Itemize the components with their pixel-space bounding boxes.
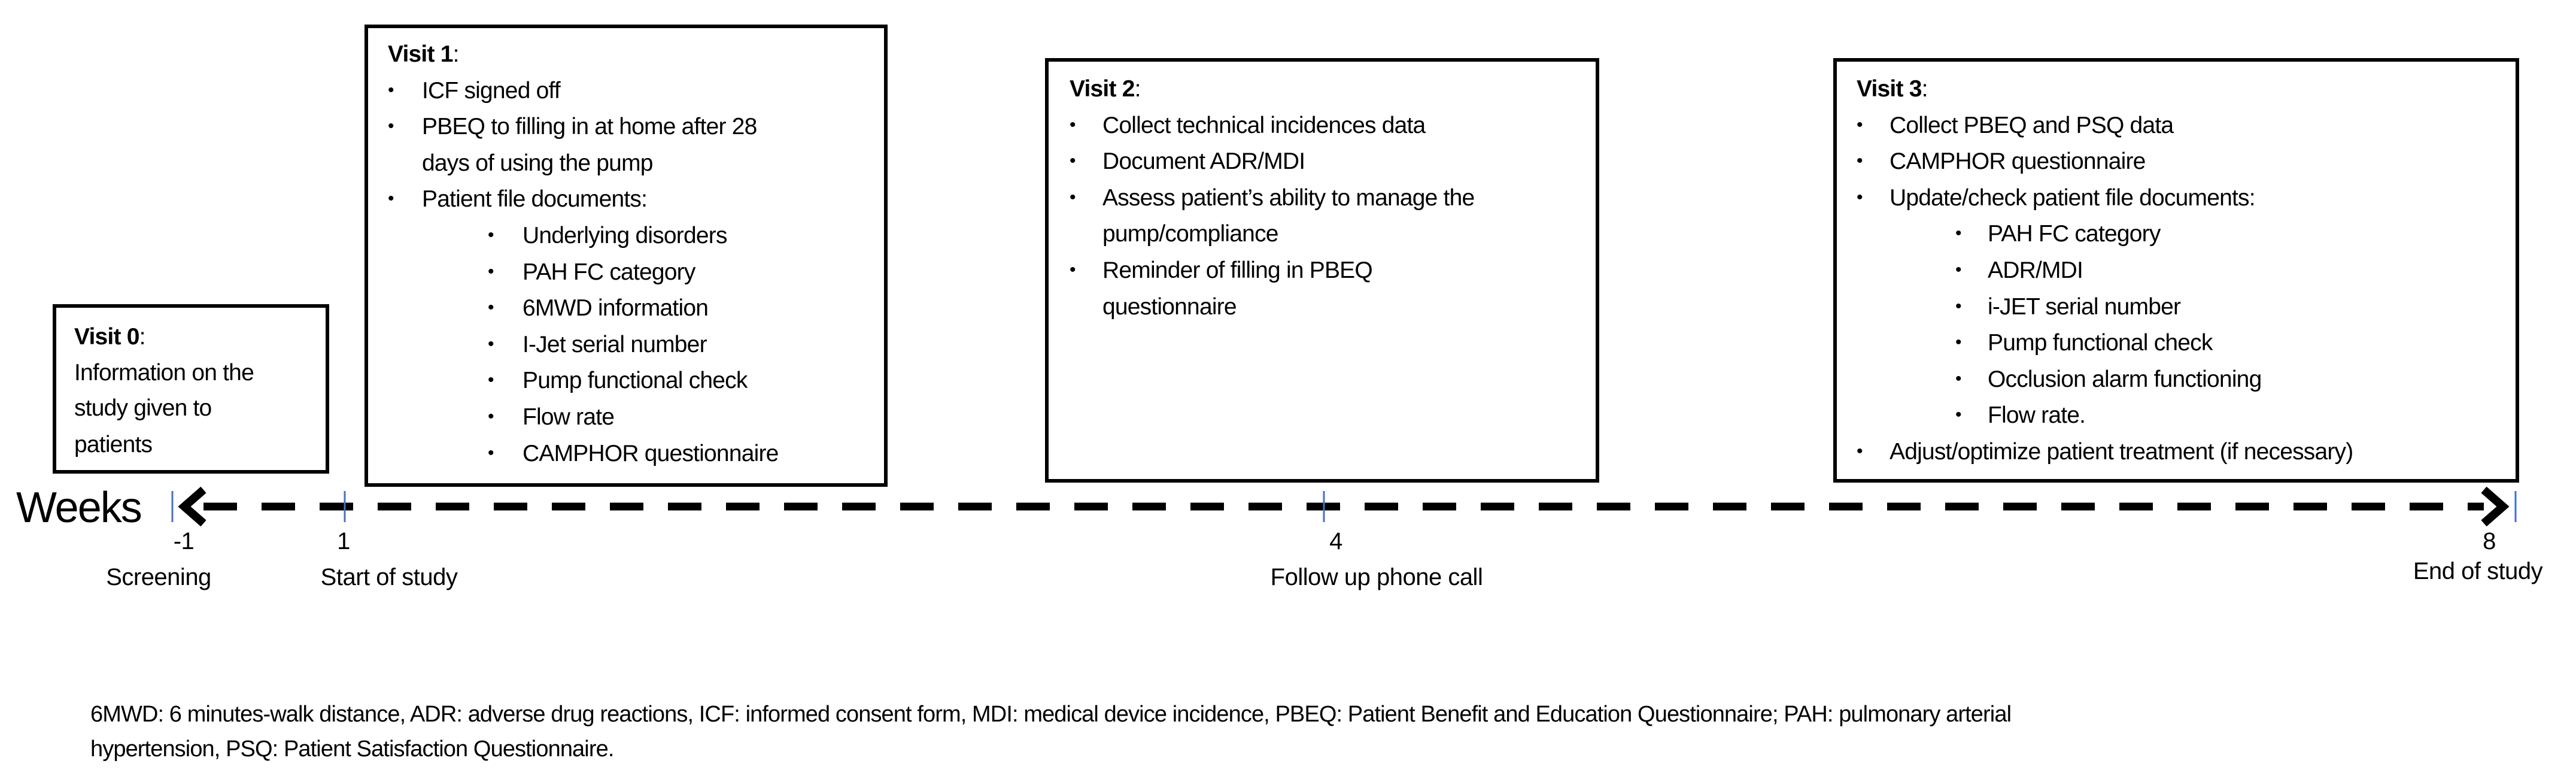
bullet-icon: • bbox=[1857, 441, 1863, 461]
visit-title-text: Visit 1 bbox=[388, 41, 453, 67]
bullet-icon: • bbox=[388, 80, 394, 100]
bullet-icon: • bbox=[488, 261, 494, 281]
footnote-line-1: 6MWD: 6 minutes-walk distance, ADR: adve… bbox=[90, 702, 2012, 727]
sub-list-item-text: Flow rate. bbox=[1988, 402, 2086, 429]
sub-list-item-text: Occlusion alarm functioning bbox=[1988, 366, 2262, 392]
bullet-icon: • bbox=[1955, 332, 1962, 353]
visit-2-box bbox=[1045, 58, 1599, 483]
bullet-icon: • bbox=[1070, 114, 1076, 135]
bullet-icon: • bbox=[1955, 296, 1962, 316]
bullet-icon: • bbox=[1955, 405, 1962, 425]
bullet-icon: • bbox=[1857, 114, 1863, 135]
visit-0-line: Information on the bbox=[74, 360, 254, 386]
visit-title-colon: : bbox=[1921, 76, 1928, 102]
bullet-icon: • bbox=[1070, 151, 1076, 171]
list-item-text: ICF signed off bbox=[422, 77, 561, 104]
sub-list-item-text: Pump functional check bbox=[523, 368, 748, 394]
visit-0-line: study given to bbox=[74, 395, 212, 421]
sub-list-item-text: i-JET serial number bbox=[1988, 293, 2181, 320]
bullet-icon: • bbox=[1955, 223, 1962, 244]
visit-3-box bbox=[1833, 58, 2519, 483]
sub-list-item-text: 6MWD information bbox=[523, 295, 709, 322]
visit-title: Visit 0: bbox=[74, 325, 145, 348]
tick-label: End of study bbox=[2413, 558, 2543, 584]
list-item-text: Assess patient’s ability to manage the bbox=[1102, 184, 1475, 211]
bullet-icon: • bbox=[488, 442, 494, 463]
list-item-text: questionnaire bbox=[1102, 293, 1237, 320]
sub-list-item-text: PAH FC category bbox=[1988, 221, 2161, 247]
bullet-icon: • bbox=[1955, 368, 1962, 389]
visit-0-box bbox=[53, 304, 329, 474]
visit-title: Visit 1: bbox=[388, 43, 459, 66]
tick-label: Start of study bbox=[320, 564, 458, 590]
visit-title-colon: : bbox=[139, 324, 146, 350]
bullet-icon: • bbox=[1955, 260, 1962, 280]
bullet-icon: • bbox=[1857, 151, 1863, 171]
sub-list-item-text: ADR/MDI bbox=[1988, 257, 2083, 283]
sub-list-item-text: I-Jet serial number bbox=[523, 331, 707, 357]
list-item-text: PBEQ to filling in at home after 28 bbox=[422, 114, 757, 140]
visit-title-text: Visit 0 bbox=[74, 324, 139, 350]
bullet-icon: • bbox=[488, 298, 494, 318]
tick-label: Screening bbox=[106, 564, 211, 590]
tick-label: Follow up phone call bbox=[1270, 564, 1483, 590]
tick-number: -1 bbox=[173, 528, 195, 554]
list-item-text: Collect technical incidences data bbox=[1102, 112, 1426, 138]
bullet-icon: • bbox=[488, 225, 494, 245]
list-item-text: Adjust/optimize patient treatment (if ne… bbox=[1890, 439, 2353, 465]
list-item-text: CAMPHOR questionnaire bbox=[1890, 148, 2146, 175]
list-item-text: Update/check patient file documents: bbox=[1890, 184, 2256, 211]
sub-list-item-text: CAMPHOR questionnaire bbox=[523, 440, 779, 466]
list-item-text: days of using the pump bbox=[422, 150, 653, 176]
arrow-right-icon bbox=[2481, 486, 2510, 527]
arrow-left-icon bbox=[178, 486, 206, 527]
visit-title: Visit 2: bbox=[1070, 77, 1141, 101]
bullet-icon: • bbox=[388, 189, 394, 209]
tick-number: 1 bbox=[337, 528, 350, 554]
footnote-line-2: hypertension, PSQ: Patient Satisfaction … bbox=[90, 736, 614, 762]
visit-0-line: patients bbox=[74, 432, 153, 457]
weeks-label: Weeks bbox=[16, 484, 142, 532]
list-item-text: pump/compliance bbox=[1102, 221, 1278, 247]
bullet-icon: • bbox=[488, 334, 494, 354]
tick-number: 8 bbox=[2483, 528, 2496, 554]
visit-title-text: Visit 3 bbox=[1857, 76, 1922, 102]
list-item-text: Patient file documents: bbox=[422, 186, 648, 213]
visit-title-text: Visit 2 bbox=[1070, 76, 1135, 102]
list-item-text: Reminder of filling in PBEQ bbox=[1102, 257, 1373, 283]
list-item-text: Collect PBEQ and PSQ data bbox=[1890, 112, 2174, 138]
sub-list-item-text: Flow rate bbox=[523, 404, 615, 430]
bullet-icon: • bbox=[488, 370, 494, 390]
bullet-icon: • bbox=[388, 116, 394, 137]
bullet-icon: • bbox=[1857, 187, 1863, 207]
visit-1-box bbox=[364, 25, 888, 487]
bullet-icon: • bbox=[488, 407, 494, 426]
sub-list-item-text: Pump functional check bbox=[1988, 330, 2213, 356]
bullet-icon: • bbox=[1070, 187, 1076, 207]
sub-list-item-text: Underlying disorders bbox=[523, 223, 727, 248]
visit-title-colon: : bbox=[1134, 76, 1141, 102]
list-item-text: Document ADR/MDI bbox=[1102, 148, 1305, 175]
visit-title: Visit 3: bbox=[1857, 77, 1928, 101]
visit-title-colon: : bbox=[452, 41, 460, 67]
tick-number: 4 bbox=[1329, 528, 1342, 554]
sub-list-item-text: PAH FC category bbox=[523, 259, 695, 285]
bullet-icon: • bbox=[1070, 260, 1076, 280]
